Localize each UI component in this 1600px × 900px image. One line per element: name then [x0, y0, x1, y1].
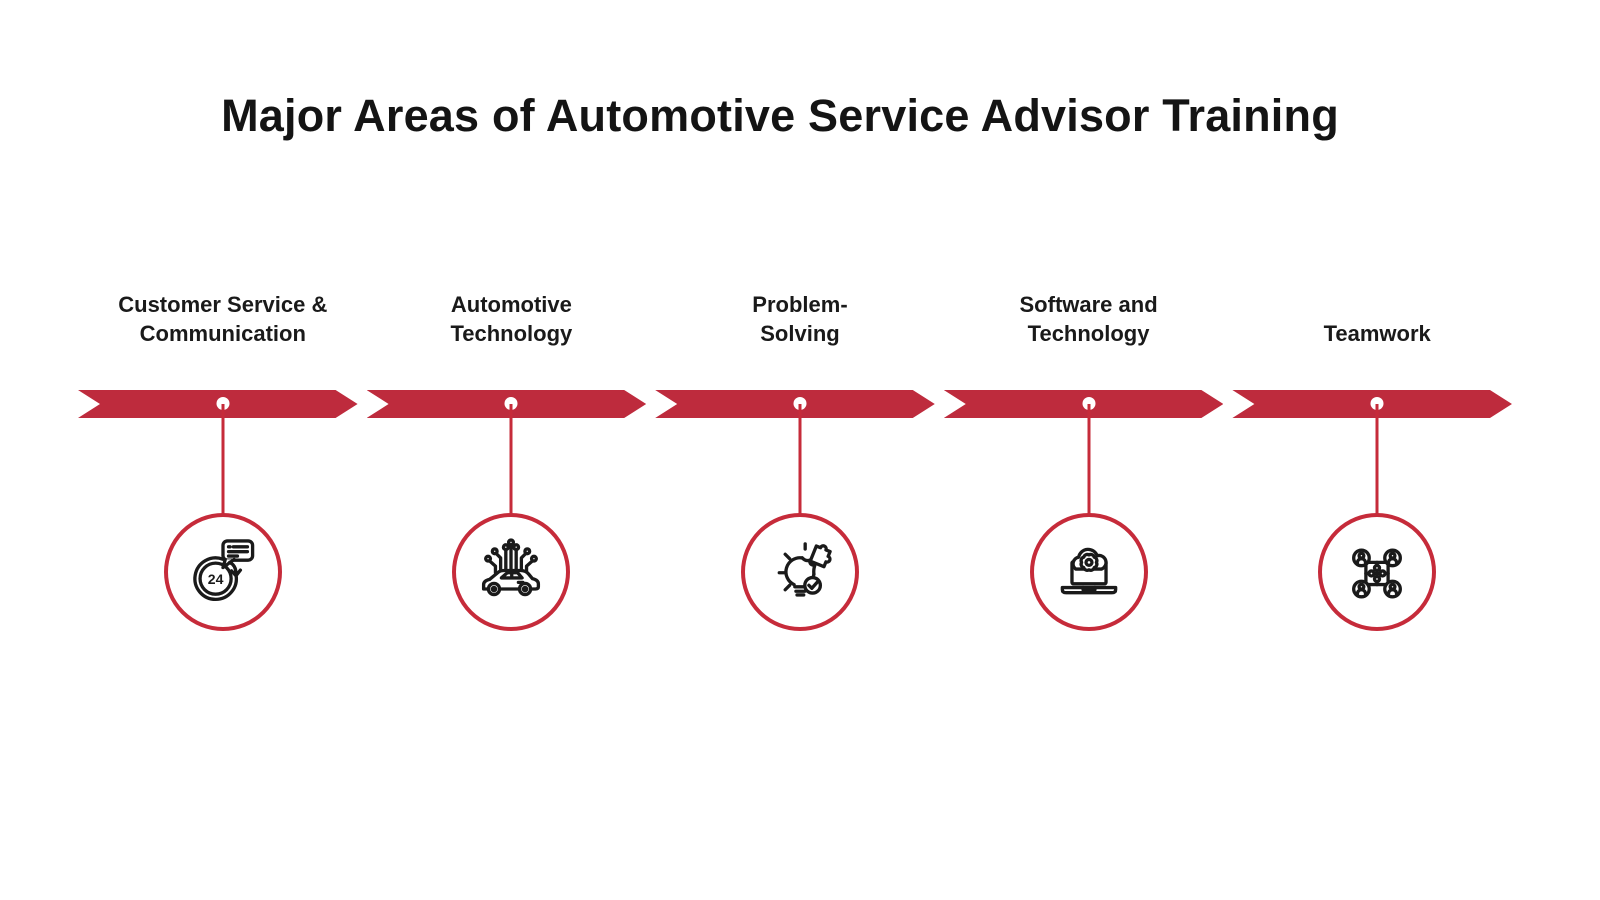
step-label: Teamwork — [1227, 270, 1527, 348]
connector-line — [509, 404, 513, 515]
band-dot — [1082, 397, 1096, 410]
step-label: Customer Service & Communication — [73, 270, 373, 348]
connected-car-icon — [482, 538, 541, 597]
icon-circle — [1318, 513, 1437, 631]
band-dot — [793, 397, 807, 410]
connector-line — [221, 404, 225, 515]
timeline-step-automotive-technology: Automotive Technology — [367, 270, 647, 650]
icon-circle: 24 — [163, 513, 282, 631]
step-label-text: Software and Technology — [1019, 292, 1158, 346]
icon-circle — [740, 513, 859, 631]
connector-line — [798, 404, 802, 515]
lightbulb-puzzle-check-icon — [777, 542, 832, 597]
step-label: Automotive Technology — [361, 270, 661, 348]
band-dot — [504, 397, 518, 410]
page-title: Major Areas of Automotive Service Adviso… — [221, 90, 1339, 142]
step-label-text: Teamwork — [1323, 321, 1431, 346]
svg-text:24: 24 — [208, 571, 224, 587]
step-label-text: Customer Service & Communication — [118, 292, 328, 346]
timeline-step-software-technology: Software and Technology — [944, 270, 1224, 650]
timeline-step-problem-solving: Problem- Solving — [655, 270, 935, 650]
team-puzzle-icon — [1352, 548, 1403, 599]
timeline: Customer Service & Communication 24 — [78, 270, 1512, 650]
timeline-step-customer-service: Customer Service & Communication 24 — [78, 270, 358, 650]
connector-line — [1375, 404, 1379, 515]
connector-line — [1087, 404, 1091, 515]
icon-circle — [1029, 513, 1148, 631]
step-label-text: Automotive Technology — [450, 292, 573, 346]
band-dot — [216, 397, 230, 410]
24-hour-customer-support-icon: 24 — [193, 539, 255, 602]
icon-circle — [452, 513, 571, 631]
laptop-cloud-gear-icon — [1060, 547, 1117, 595]
step-label: Problem- Solving — [650, 270, 950, 348]
timeline-step-teamwork: Teamwork — [1232, 270, 1512, 650]
step-label: Software and Technology — [939, 270, 1239, 348]
band-dot — [1370, 397, 1384, 410]
step-label-text: Problem- Solving — [752, 292, 848, 346]
